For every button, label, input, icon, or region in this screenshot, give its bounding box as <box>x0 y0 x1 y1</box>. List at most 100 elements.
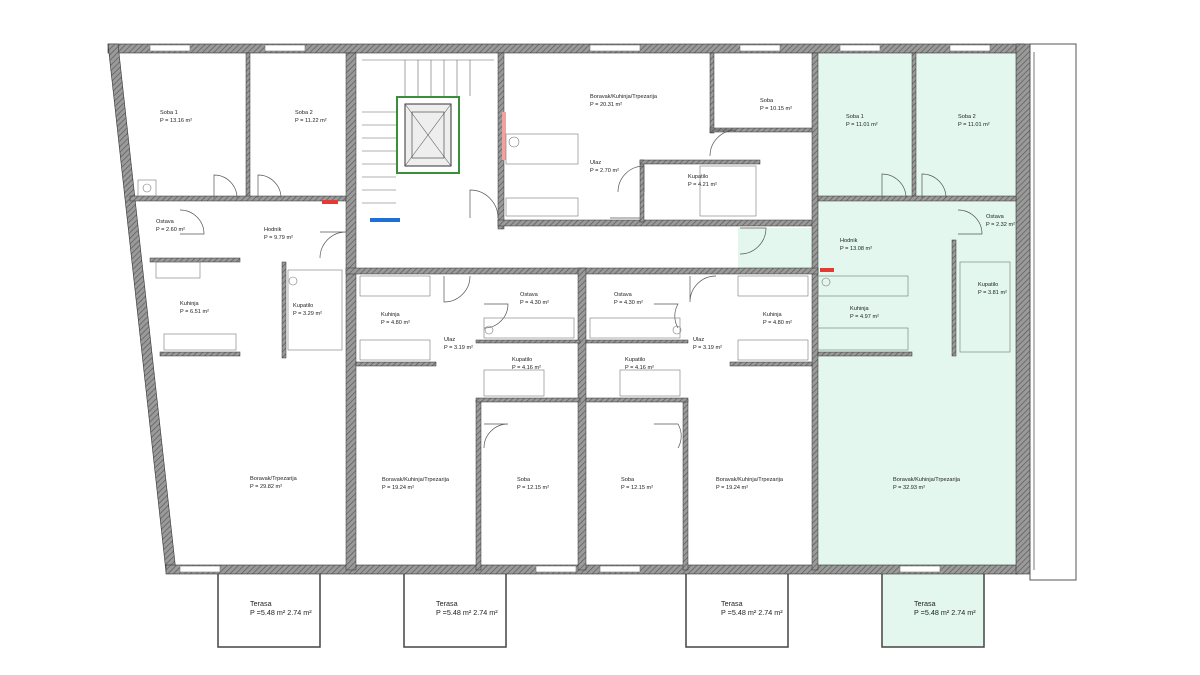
room-name: Kupatilo <box>625 357 645 363</box>
window <box>599 565 641 573</box>
room-name: Ostava <box>986 214 1005 220</box>
terraces <box>217 571 985 648</box>
room-area: P = 11.22 m² <box>295 118 327 124</box>
room-name: Ostava <box>156 219 175 225</box>
room-name: Soba <box>517 477 531 483</box>
wall-u3-ostava-bottom <box>585 339 689 344</box>
outer-walls <box>107 43 1031 575</box>
room-area: P = 4.16 m² <box>512 365 541 371</box>
sink <box>672 325 682 335</box>
room-name: Kupatilo <box>688 174 708 180</box>
window <box>149 44 191 52</box>
kitchen-counter <box>163 333 237 351</box>
room-area: P = 19.24 m² <box>716 485 748 491</box>
kitchen-counter <box>817 275 909 297</box>
bottom-wall <box>165 564 1019 575</box>
elevator-cross <box>404 103 452 167</box>
wall-top-kupatilo-top <box>639 159 761 165</box>
room-area: P = 10.15 m² <box>760 106 792 112</box>
kitchen-counter <box>737 339 809 361</box>
window <box>949 44 991 52</box>
terrace-area: P =5.48 m² 2.74 m² <box>914 608 976 617</box>
right-wall <box>1015 43 1031 575</box>
wall-u3-bath-bottom <box>585 397 689 403</box>
room-name: Kuhinja <box>180 301 200 307</box>
window <box>589 44 641 52</box>
room-name: Ulaz <box>693 337 704 343</box>
wall-u2-u3-divider <box>577 267 587 571</box>
interior-walls <box>129 52 1017 571</box>
room-name: Soba <box>760 98 774 104</box>
room-area: P = 13.08 m² <box>840 246 872 252</box>
wall-u2-kitchen-bottom <box>355 361 437 367</box>
terrace-area: P =5.48 m² 2.74 m² <box>721 608 783 617</box>
door-swing <box>654 423 682 449</box>
room-name: Soba 1 <box>846 114 864 120</box>
bath-fixture <box>959 261 1011 353</box>
highlighted-apartment <box>816 52 1018 570</box>
room-name: Kupatilo <box>978 282 998 288</box>
window <box>899 565 941 573</box>
red-marker <box>820 268 834 272</box>
door-swing <box>483 303 509 329</box>
room-labels: Soba 1 P = 13.16 m² Soba 2 P = 11.22 m² … <box>156 94 1015 491</box>
room-area: P = 4.97 m² <box>850 314 879 320</box>
terrace-4-outline <box>881 571 985 648</box>
terrace-name: Terasa <box>914 599 936 608</box>
wall-top-unit-bottom <box>497 219 817 227</box>
door-swing <box>689 275 717 303</box>
stair-core <box>396 96 460 174</box>
doors <box>179 129 983 449</box>
wall-stair-left <box>345 52 357 571</box>
room-name: Boravak/Kuhinja/Trpezarija <box>590 94 658 100</box>
terrace-name: Terasa <box>721 599 743 608</box>
room-name: Ostava <box>614 292 633 298</box>
window <box>839 44 881 52</box>
room-name: Boravak/Kuhinja/Trpezarija <box>382 477 450 483</box>
room-area: P = 4.30 m² <box>520 300 549 306</box>
door-swing <box>179 209 205 235</box>
room-area: P = 4.21 m² <box>688 182 717 188</box>
bath-fixture <box>619 369 681 397</box>
kitchen-counter <box>359 339 431 361</box>
door-swing <box>443 275 471 303</box>
room-name: Kuhinja <box>381 312 401 318</box>
room-area: P = 32.93 m² <box>893 485 925 491</box>
room-area: P = 19.24 m² <box>382 485 414 491</box>
door-swing <box>319 231 347 259</box>
door-swing <box>709 129 737 157</box>
room-area: P = 2.70 m² <box>590 168 619 174</box>
blue-marker <box>370 218 400 222</box>
window <box>739 44 781 52</box>
wall-top-soba <box>709 52 715 134</box>
wall-u2-bath-bottom <box>475 397 581 403</box>
kitchen-counter <box>817 327 909 351</box>
stove-burner <box>142 183 152 193</box>
door-swing <box>617 165 645 193</box>
top-wall <box>107 43 1025 54</box>
red-marker <box>322 200 338 204</box>
room-area: P = 13.16 m² <box>160 118 192 124</box>
room-name: Hodnik <box>264 227 282 233</box>
room-area: P = 2.32 m² <box>986 222 1015 228</box>
window <box>179 565 221 573</box>
wall-u3-kitchen-bottom <box>729 361 813 367</box>
ostava-shelf <box>483 317 575 339</box>
terrace-name: Terasa <box>436 599 458 608</box>
door-swing <box>921 173 947 199</box>
stove <box>137 179 157 197</box>
room-name: Boravak/Trpezarija <box>250 476 298 482</box>
door-swing <box>257 174 282 199</box>
top-kitchen-counter <box>505 133 579 165</box>
room-area: P = 4.16 m² <box>625 365 654 371</box>
wall-u1-kitchen-bottom <box>159 351 241 357</box>
wall-u1-bath-left <box>281 261 287 359</box>
room-name: Kuhinja <box>763 312 783 318</box>
door-swing <box>654 303 679 329</box>
door-swing <box>881 173 907 199</box>
room-name: Ulaz <box>444 337 455 343</box>
window <box>264 44 306 52</box>
sink <box>484 325 494 335</box>
room-area: P = 6.51 m² <box>180 309 209 315</box>
door-swing <box>483 423 509 449</box>
